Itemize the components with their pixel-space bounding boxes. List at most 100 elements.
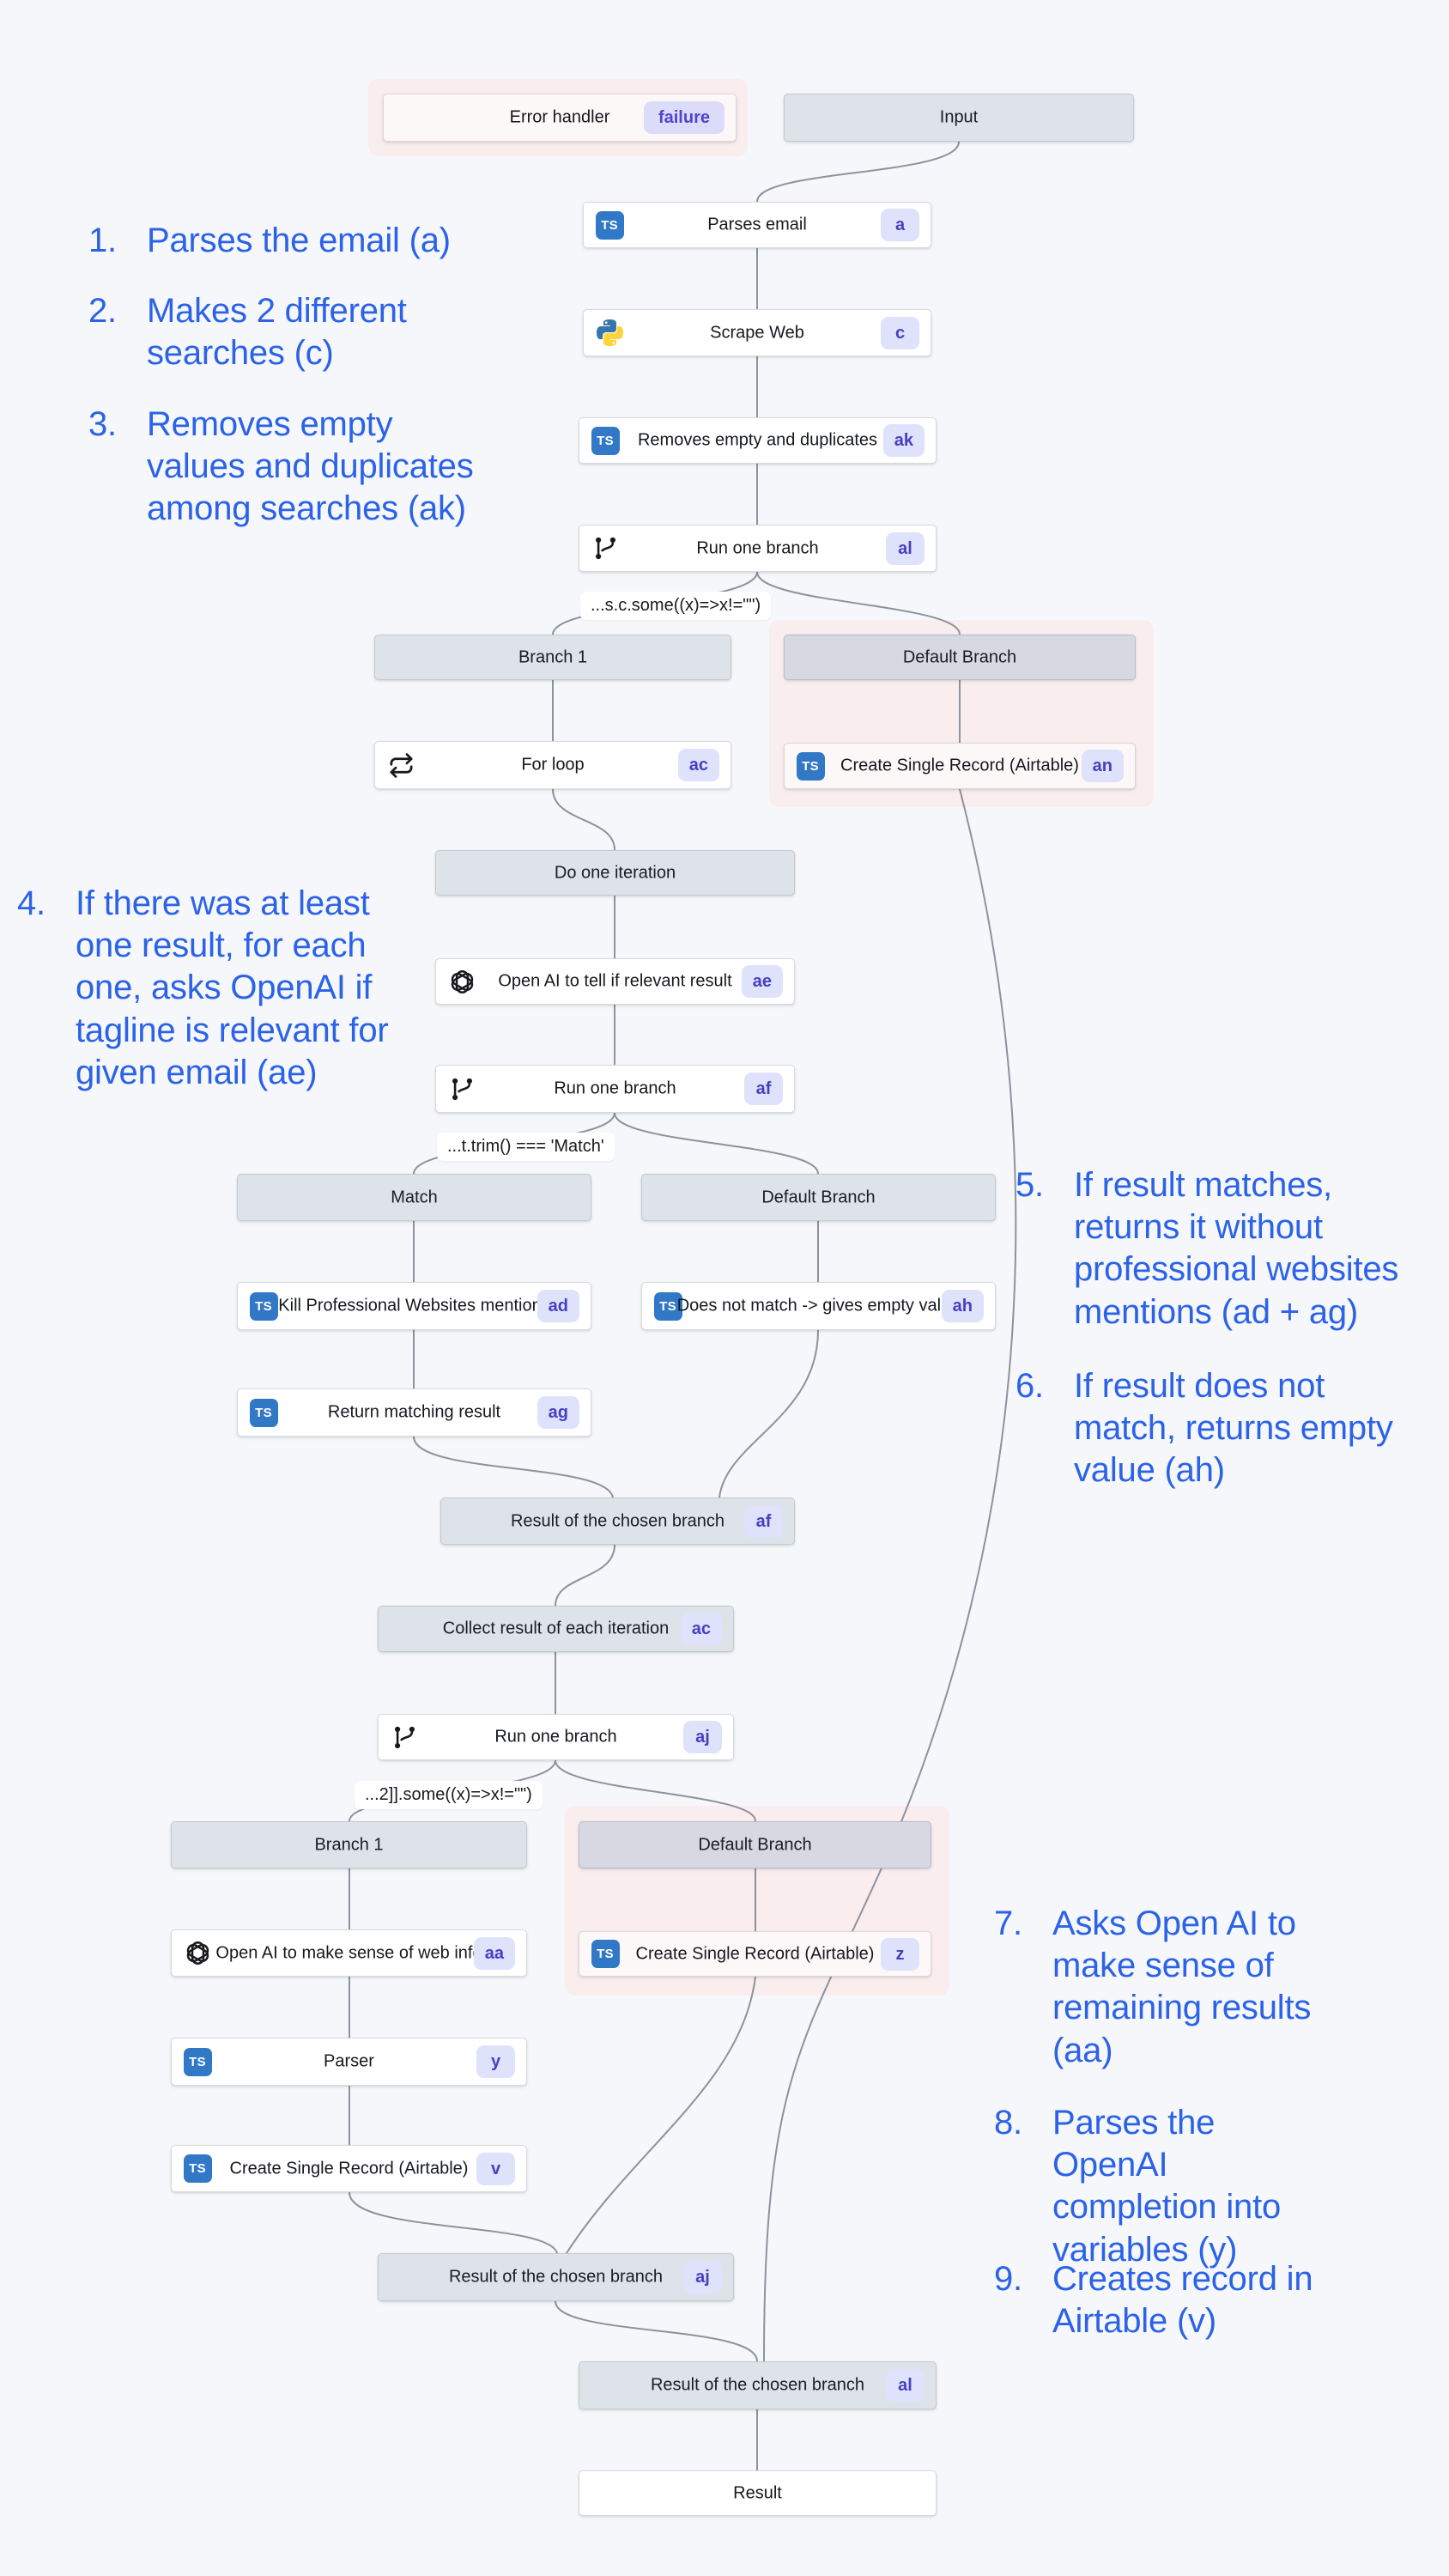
- node-collect-result[interactable]: Collect result of each iteration ac: [378, 1606, 734, 1652]
- edge-runaj-defaultc: [555, 1759, 756, 1822]
- node-badge: failure: [643, 101, 724, 134]
- node-result[interactable]: Result: [579, 2470, 937, 2516]
- node-badge: ac: [677, 749, 719, 781]
- node-label: Result of the chosen branch: [650, 2375, 865, 2395]
- edge-resultaf-collect: [555, 1544, 615, 1607]
- node-badge: ae: [741, 965, 783, 998]
- node-result-chosen-al[interactable]: Result of the chosen branch al: [579, 2361, 937, 2409]
- node-default-branch-a[interactable]: Default Branch: [784, 635, 1136, 680]
- node-create-record-z[interactable]: TS Create Single Record (Airtable) z: [579, 1931, 931, 1977]
- node-label: Parser: [324, 2051, 374, 2071]
- node-label: Run one branch: [696, 538, 819, 557]
- annotation-text: Parses the email (a): [147, 222, 451, 259]
- node-result-chosen-af[interactable]: Result of the chosen branch af: [440, 1498, 795, 1545]
- edge-createan-resultal: [763, 788, 1017, 2362]
- node-branch1-a[interactable]: Branch 1: [374, 635, 731, 680]
- edge-forloop-iteration: [552, 788, 615, 851]
- annotation-number: 6.: [1016, 1367, 1044, 1405]
- node-label: Branch 1: [518, 647, 588, 666]
- node-default-branch-b[interactable]: Default Branch: [641, 1174, 996, 1221]
- node-badge: c: [881, 316, 919, 349]
- node-badge: y: [476, 2045, 515, 2078]
- condition-label-cond-1: ...s.c.some((x)=>x!=""): [580, 592, 772, 620]
- annotation-text: Parses the OpenAI completion into variab…: [1052, 2104, 1282, 2269]
- annotation-text: Creates record in Airtable (v): [1052, 2260, 1313, 2341]
- node-input[interactable]: Input: [784, 94, 1134, 142]
- typescript-icon: TS: [796, 751, 825, 781]
- node-badge: al: [886, 2369, 925, 2402]
- openai-icon: [183, 1939, 212, 1968]
- annotation-number: 9.: [994, 2260, 1022, 2298]
- loop-icon: [386, 750, 415, 780]
- annotation-number: 8.: [994, 2104, 1022, 2142]
- node-do-one-iteration[interactable]: Do one iteration: [435, 850, 795, 896]
- node-badge: ag: [537, 1396, 579, 1429]
- node-badge: v: [476, 2152, 515, 2185]
- node-badge: af: [744, 1504, 783, 1538]
- edge-resultaj-resultal: [555, 2300, 758, 2362]
- annotation-text: If result does not match, returns empty …: [1074, 1367, 1393, 1490]
- edge-return-resultaf: [413, 1436, 614, 1498]
- annotation-number: 3.: [88, 405, 117, 443]
- node-badge: aj: [683, 2261, 722, 2293]
- annotation-number: 7.: [994, 1905, 1022, 1942]
- node-default-branch-c[interactable]: Default Branch: [579, 1821, 931, 1868]
- openai-icon: [447, 967, 476, 996]
- branch-icon: [390, 1722, 419, 1752]
- node-branch1-b[interactable]: Branch 1: [171, 1821, 527, 1868]
- node-badge: aa: [473, 1936, 515, 1970]
- annotation-number: 4.: [17, 884, 45, 922]
- annotation-number: 1.: [88, 222, 117, 259]
- branch-icon: [591, 534, 620, 563]
- typescript-icon: TS: [595, 210, 624, 240]
- node-create-record-v[interactable]: TS Create Single Record (Airtable) v: [171, 2145, 527, 2192]
- annotation-note-5: 5.If result matches, returns it without …: [1016, 1164, 1419, 1334]
- node-label: Removes empty and duplicates: [637, 430, 878, 450]
- edge-input-parses: [756, 141, 960, 203]
- typescript-icon: TS: [653, 1291, 682, 1321]
- node-label: Create Single Record (Airtable): [635, 1944, 875, 1963]
- annotation-note-2: 2.Makes 2 different searches (c): [88, 290, 449, 374]
- node-label: Default Branch: [761, 1188, 876, 1206]
- node-label: Kill Professional Websites mentions: [278, 1296, 550, 1315]
- node-match-header[interactable]: Match: [237, 1174, 591, 1221]
- annotation-text: Asks Open AI to make sense of remaining …: [1052, 1905, 1312, 2069]
- edge-nomatch-resultaf: [718, 1329, 819, 1498]
- node-badge: z: [881, 1937, 919, 1971]
- node-label: Open AI to make sense of web info: [215, 1943, 482, 1962]
- node-label: Result of the chosen branch: [510, 1511, 725, 1530]
- node-label: Collect result of each iteration: [442, 1619, 670, 1638]
- node-label: Return matching result: [327, 1402, 501, 1422]
- node-label: Run one branch: [494, 1727, 617, 1747]
- annotation-text: If there was at least one result, for ea…: [76, 884, 389, 1091]
- annotation-text: Removes empty values and duplicates amon…: [147, 405, 474, 528]
- node-badge: af: [744, 1072, 783, 1105]
- annotation-note-9: 9. Creates record in Airtable (v): [994, 2258, 1329, 2342]
- node-label: Create Single Record (Airtable): [229, 2159, 469, 2178]
- typescript-icon: TS: [591, 1940, 620, 1969]
- typescript-icon: TS: [249, 1291, 278, 1321]
- typescript-icon: TS: [183, 2154, 212, 2184]
- node-badge: ac: [680, 1613, 722, 1645]
- node-label: Parses email: [707, 215, 807, 234]
- node-label: Default Branch: [902, 647, 1017, 666]
- condition-label-cond-3: ...2]].some((x)=>x!=""): [355, 1781, 543, 1809]
